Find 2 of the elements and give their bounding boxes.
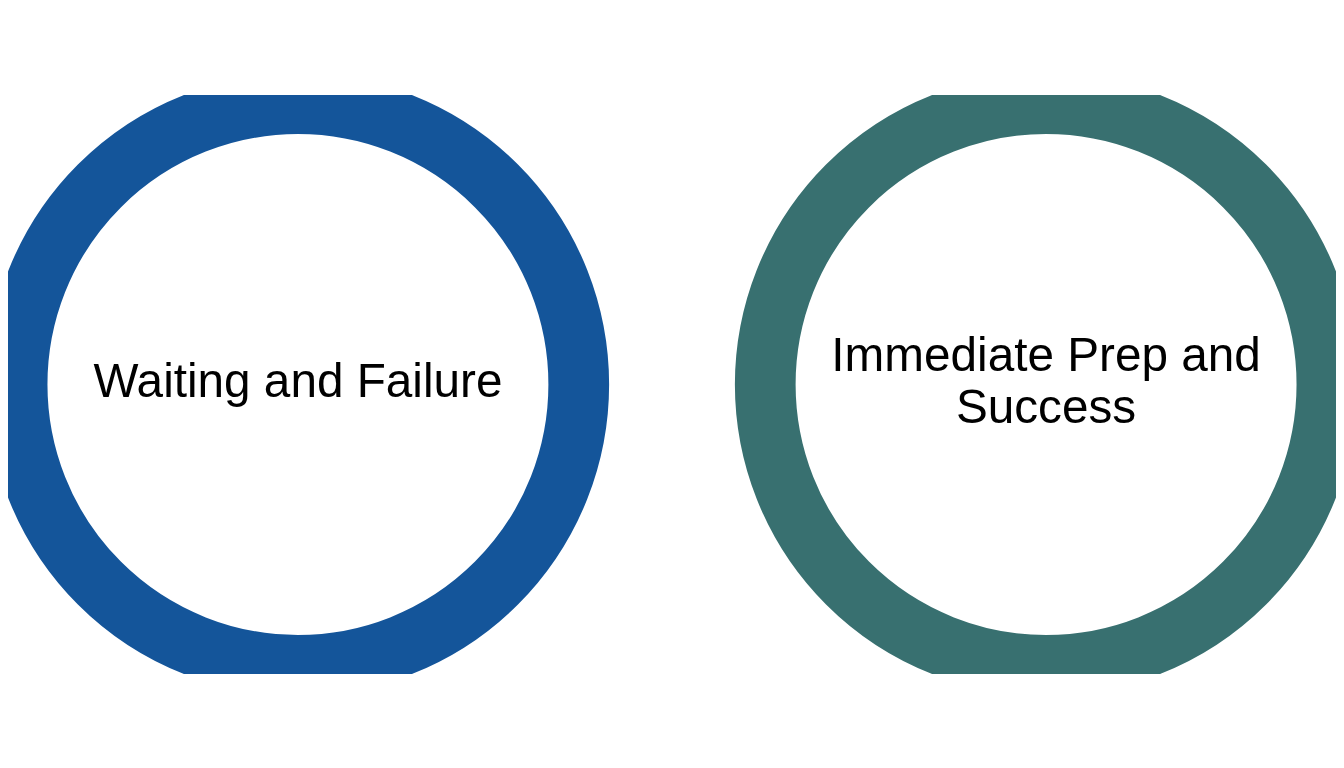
- node-circle: Immediate Prep and Success: [734, 94, 1336, 674]
- node-circle: Waiting and Failure: [8, 94, 610, 674]
